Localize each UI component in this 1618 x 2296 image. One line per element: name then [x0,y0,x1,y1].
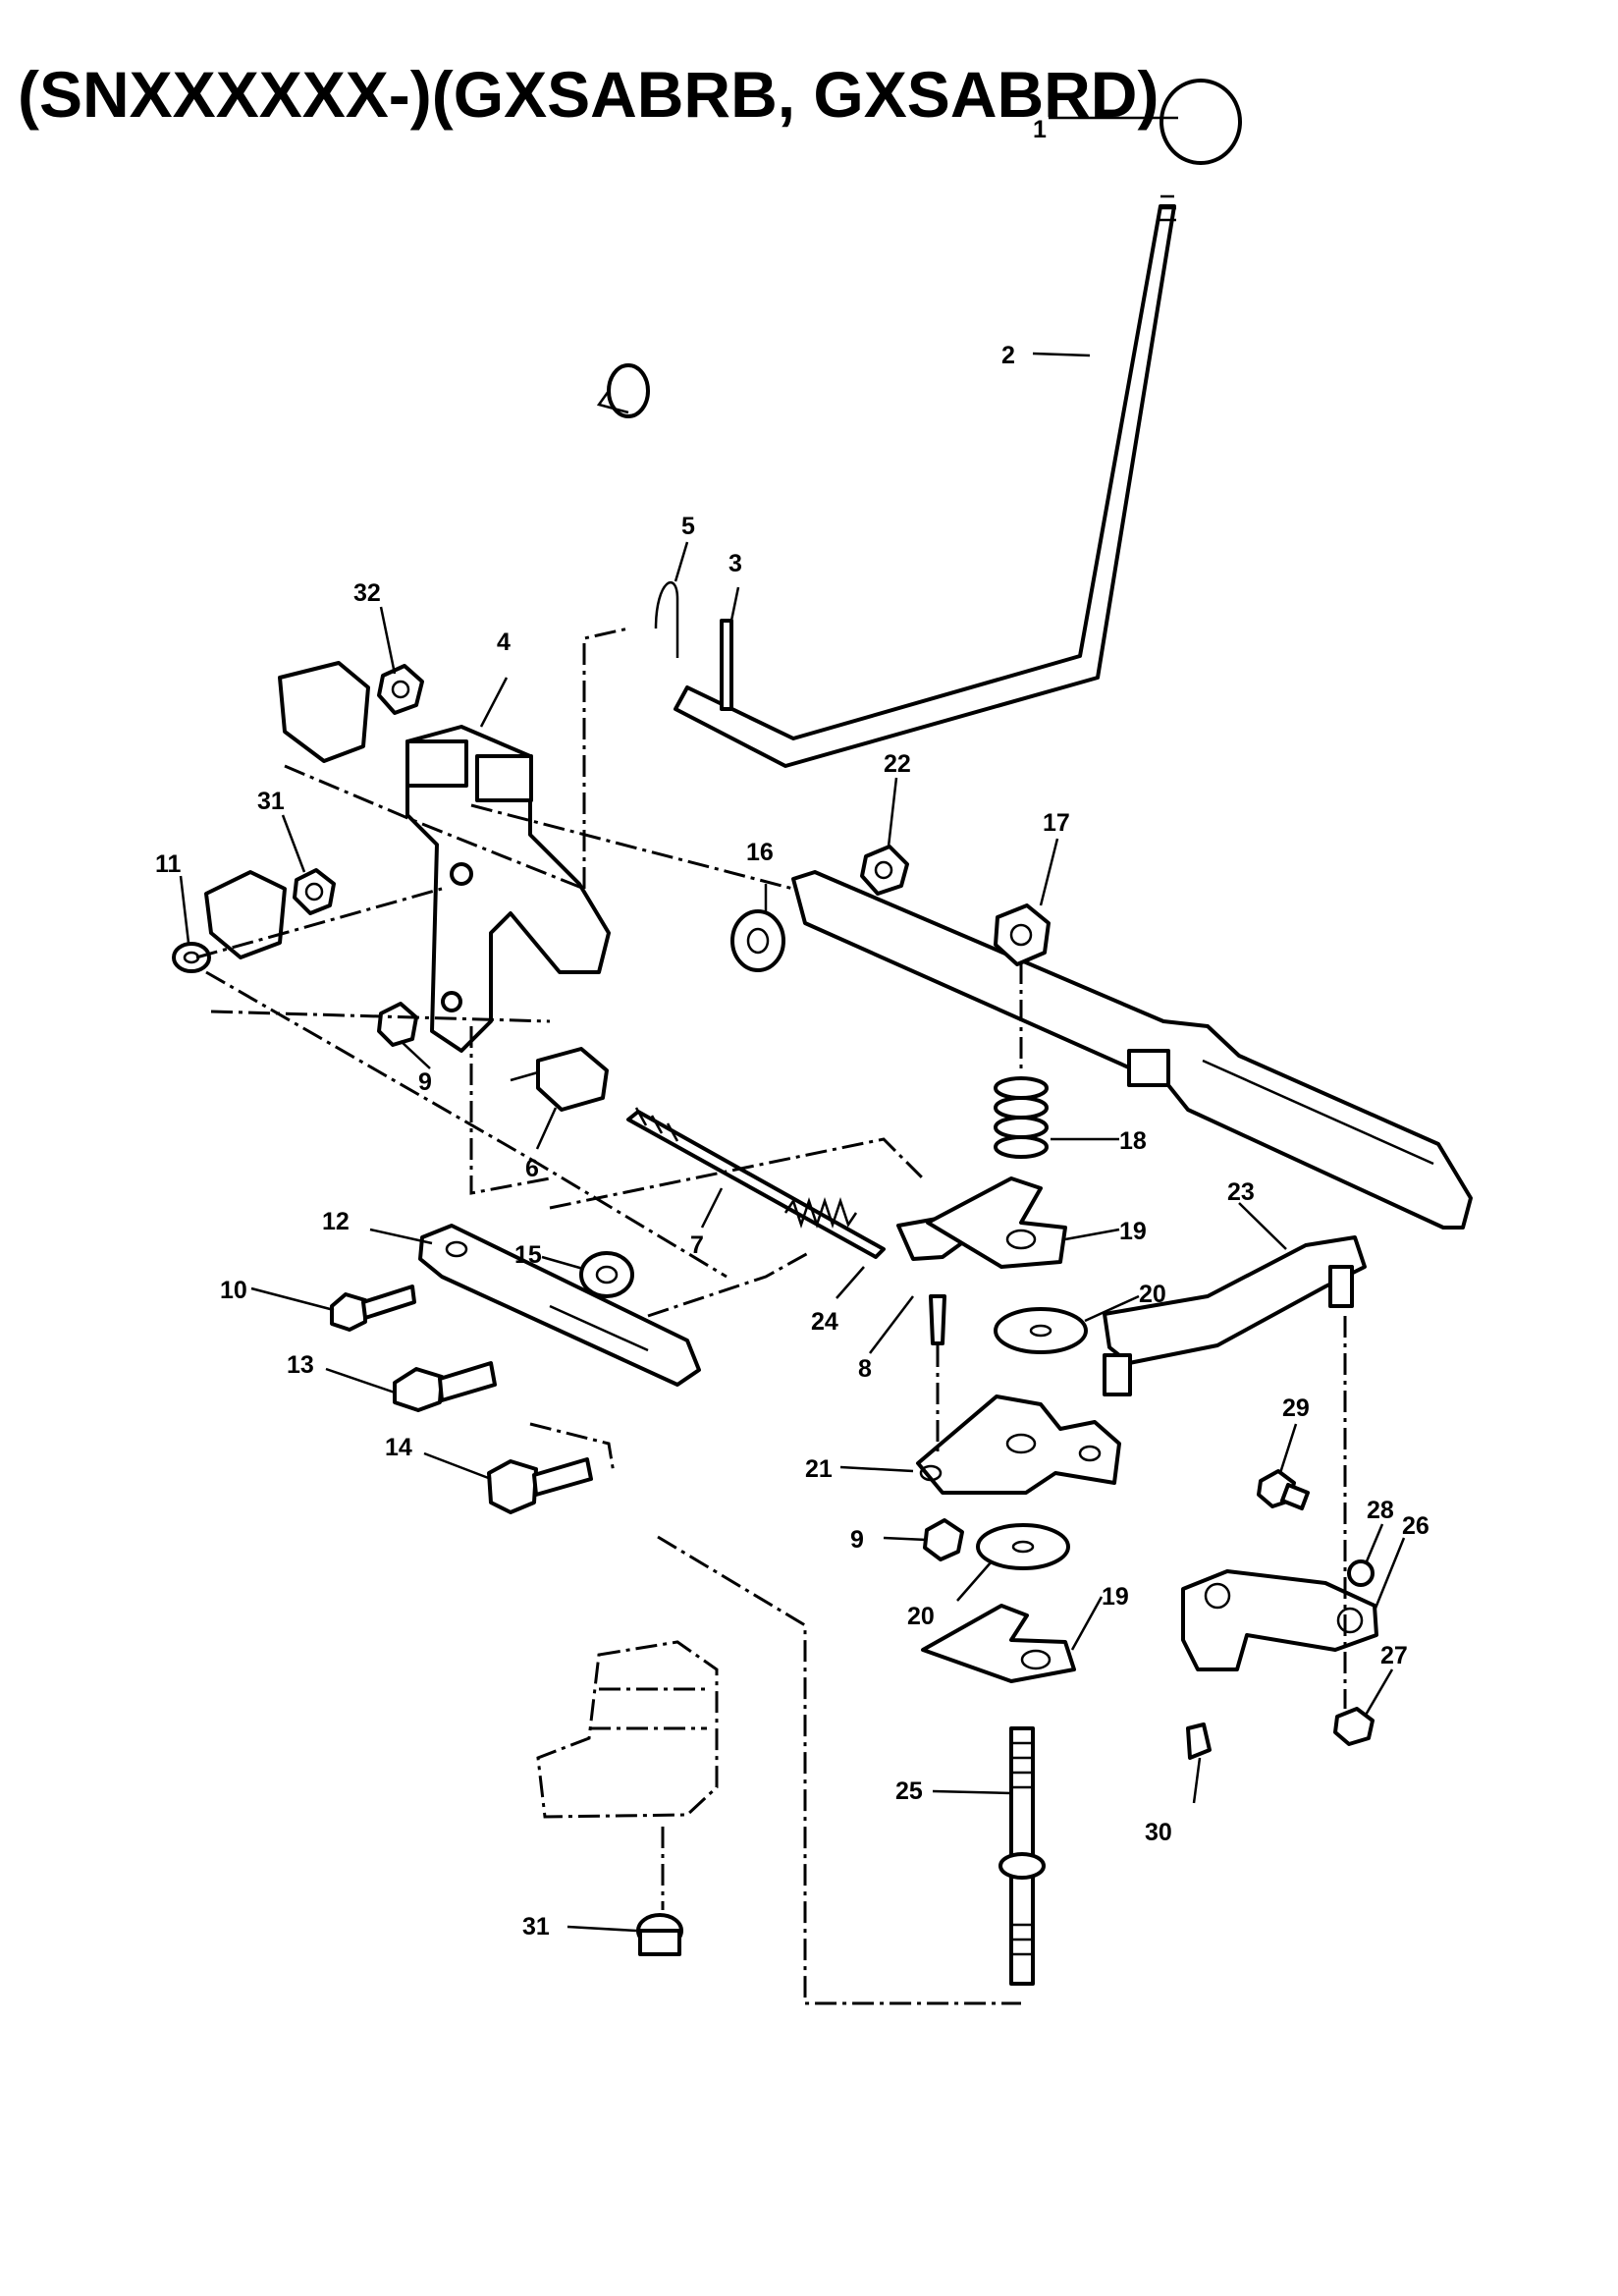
washer-11 [172,942,211,973]
cam-21 [916,1394,1121,1495]
callout-11: 11 [155,850,182,878]
nut-9-upper [377,1002,418,1047]
link-6 [510,1047,609,1112]
compression-spring-18 [994,1076,1049,1159]
callout-9-upper: 9 [418,1068,432,1096]
lever-23 [1103,1235,1367,1396]
callout-7: 7 [690,1231,704,1259]
callout-27: 27 [1380,1642,1408,1669]
key-30 [1186,1722,1212,1760]
detent-plate-upper [278,661,370,763]
callout-32: 32 [353,579,381,607]
shift-lever [674,194,1176,768]
callout-17: 17 [1043,809,1070,837]
roll-pin [720,619,733,711]
shaft-25 [998,1726,1046,1986]
nut-31-lower [636,1913,683,1956]
bolt-29 [1257,1469,1310,1510]
assembly-lines [195,627,1347,2005]
callout-22: 22 [884,750,911,778]
callout-12: 12 [322,1208,350,1235]
rod-7 [626,1107,886,1259]
nut-17 [994,903,1051,966]
detent-plate-lower [204,870,287,959]
spring-24 [783,1197,858,1229]
callout-29: 29 [1282,1394,1310,1422]
callout-28: 28 [1367,1497,1394,1524]
knob [1160,79,1242,165]
nut-9-lower [923,1518,964,1561]
spring-clip [596,363,679,658]
callout-1: 1 [1033,116,1047,143]
callout-31-upper: 31 [257,788,285,815]
washer-20-upper [994,1307,1088,1354]
callout-labels: 1 2 3 4 5 6 7 8 9 9 10 11 12 13 14 15 16… [155,116,1429,1941]
lever-bracket [405,725,611,1053]
callout-30: 30 [1145,1819,1172,1846]
page-title: (SNXXXXXX-)(GXSABRB, GXSABRD) [18,58,1160,131]
callout-19-upper: 19 [1119,1218,1147,1245]
callout-3: 3 [728,550,742,577]
nut-22 [860,845,909,896]
callout-23: 23 [1227,1178,1255,1206]
leader-lines [179,116,1406,1933]
callout-2: 2 [1001,342,1015,369]
callout-14: 14 [385,1434,412,1461]
callout-26: 26 [1402,1512,1429,1540]
plate-12 [418,1224,701,1387]
nut-31-upper [293,868,336,915]
spacer-15 [579,1251,634,1298]
callout-15: 15 [514,1241,542,1269]
callout-9-lower: 9 [850,1526,864,1554]
washer-20-lower [976,1523,1070,1570]
bolt-14 [487,1457,593,1514]
shift-rod [791,870,1473,1230]
transmission-housing [536,1640,719,1819]
callout-20-upper: 20 [1139,1281,1166,1308]
arm-26 [1181,1569,1378,1671]
callout-16: 16 [746,839,774,866]
callout-24: 24 [811,1308,838,1336]
callout-13: 13 [287,1351,314,1379]
callout-4: 4 [497,629,511,656]
callout-20-lower: 20 [907,1603,935,1630]
callout-31-lower: 31 [522,1913,550,1941]
callout-25: 25 [895,1777,923,1805]
callout-18: 18 [1119,1127,1147,1155]
callout-10: 10 [220,1277,247,1304]
callout-19-lower: 19 [1102,1583,1129,1611]
cam-plate-19-lower [921,1604,1076,1683]
nut-32 [377,664,424,715]
callout-6: 6 [525,1155,539,1182]
callout-21: 21 [805,1455,833,1483]
cam-plate-19-upper [926,1176,1067,1269]
nut-27 [1333,1707,1375,1746]
bolt-10 [330,1285,416,1332]
callout-5: 5 [681,513,695,540]
bolt-13 [393,1361,497,1412]
callout-8: 8 [858,1355,872,1383]
spacer-16 [730,909,785,972]
nut-28 [1347,1559,1375,1587]
